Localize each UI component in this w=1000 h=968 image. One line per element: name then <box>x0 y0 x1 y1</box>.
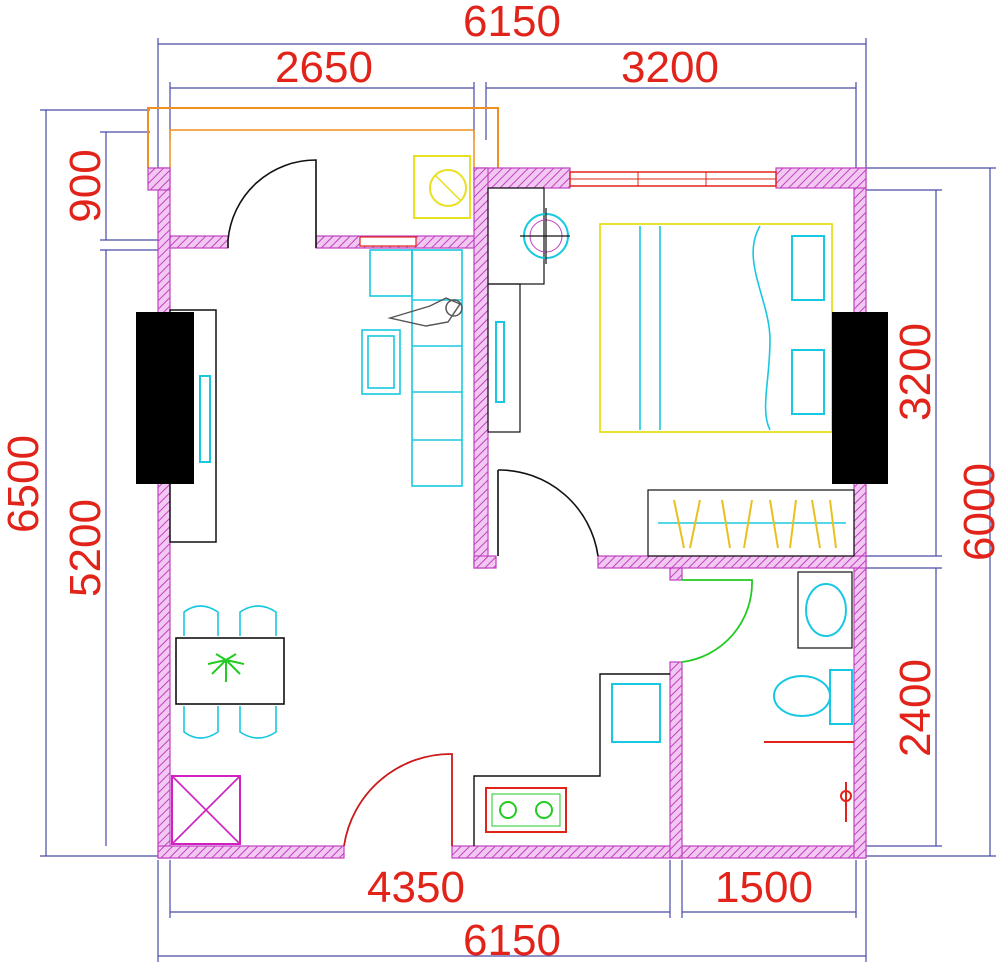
cabinet-icon <box>171 775 241 845</box>
dim-top-right: 3200 <box>621 43 719 92</box>
tv-icon <box>832 312 888 484</box>
balcony-outline <box>147 107 499 168</box>
dim-bottom-left: 4350 <box>367 863 465 912</box>
wardrobe-icon <box>647 489 855 557</box>
dim-right-total: 6000 <box>955 463 1000 561</box>
dining-table-icon <box>175 605 285 739</box>
sink-icon <box>797 571 853 649</box>
lamp-icon <box>487 187 570 285</box>
desk-icon <box>487 283 521 433</box>
toilet-icon <box>773 669 853 725</box>
walls <box>147 167 867 859</box>
bed-icon <box>599 223 833 433</box>
kitchen-counter <box>473 673 670 846</box>
dim-bottom-total: 6150 <box>463 916 561 965</box>
washing-machine-icon <box>413 155 471 219</box>
plant-icon <box>207 653 245 682</box>
sofa-icon <box>361 249 463 487</box>
tv-icon <box>136 309 217 543</box>
dimension-lines <box>40 38 996 962</box>
fridge-icon <box>611 683 661 743</box>
dim-left-upper: 900 <box>61 149 110 222</box>
shower-icon <box>764 741 854 822</box>
dim-top-left: 2650 <box>275 43 373 92</box>
person-icon <box>387 297 463 327</box>
door-swing-icon <box>227 159 753 847</box>
dim-bottom-right: 1500 <box>715 863 813 912</box>
dim-left-lower: 5200 <box>61 499 110 597</box>
stove-icon <box>485 787 567 833</box>
dim-top-total: 6150 <box>463 0 561 46</box>
dim-right-upper: 3200 <box>891 323 940 421</box>
dim-right-lower: 2400 <box>891 659 940 757</box>
window-icon <box>359 171 777 247</box>
dim-left-total: 6500 <box>0 435 48 533</box>
